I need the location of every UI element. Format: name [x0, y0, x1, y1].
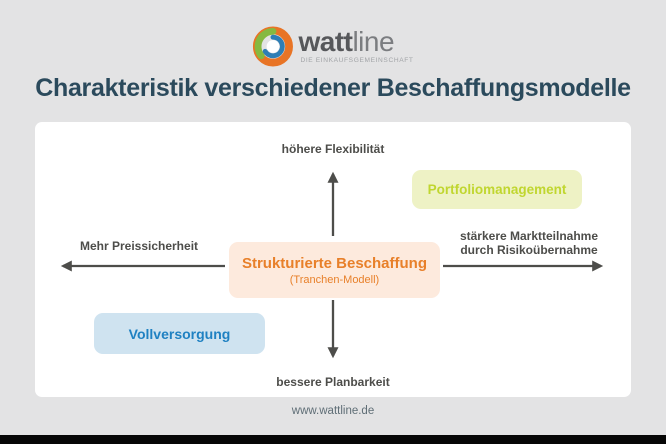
node-portfoliomanagement: Portfoliomanagement	[412, 170, 582, 209]
axes-arrows	[60, 171, 604, 359]
node-strukturierte-beschaffung-subtitle: (Tranchen-Modell)	[289, 273, 380, 286]
axis-label-left: Mehr Preissicherheit	[79, 239, 199, 253]
logo-tagline: DIE EINKAUFSGEMEINSCHAFT	[300, 57, 414, 64]
node-strukturierte-beschaffung: Strukturierte Beschaffung (Tranchen-Mode…	[229, 242, 440, 298]
axis-label-right-line1: stärkere Marktteilnahme	[459, 229, 599, 243]
footer-website: www.wattline.de	[291, 405, 375, 417]
wattline-logo-icon	[252, 26, 293, 67]
node-strukturierte-beschaffung-title: Strukturierte Beschaffung	[241, 254, 428, 272]
node-vollversorgung-label: Vollversorgung	[128, 325, 231, 342]
page-title: Charakteristik verschiedener Beschaffung…	[35, 74, 631, 102]
logo-text: wattline DIE EINKAUFSGEMEINSCHAFT	[298, 26, 414, 65]
bottom-bar	[0, 435, 666, 444]
diagram-panel: höhere Flexibilität Mehr Preissicherheit…	[35, 122, 631, 397]
axis-label-right-line2: durch Risikoübernahme	[460, 243, 598, 257]
axis-label-bottom: bessere Planbarkeit	[276, 375, 390, 389]
axis-label-right: stärkere Marktteilnahme durch Risikoüber…	[437, 229, 621, 257]
wattline-logo: wattline DIE EINKAUFSGEMEINSCHAFT	[252, 26, 413, 67]
node-portfoliomanagement-label: Portfoliomanagement	[427, 182, 567, 197]
logo-wordmark: wattline	[298, 26, 413, 57]
node-vollversorgung: Vollversorgung	[94, 313, 265, 354]
axis-label-top: höhere Flexibilität	[281, 142, 385, 156]
logo-brand-bold: watt	[298, 26, 353, 57]
logo-brand-light: line	[352, 26, 395, 57]
